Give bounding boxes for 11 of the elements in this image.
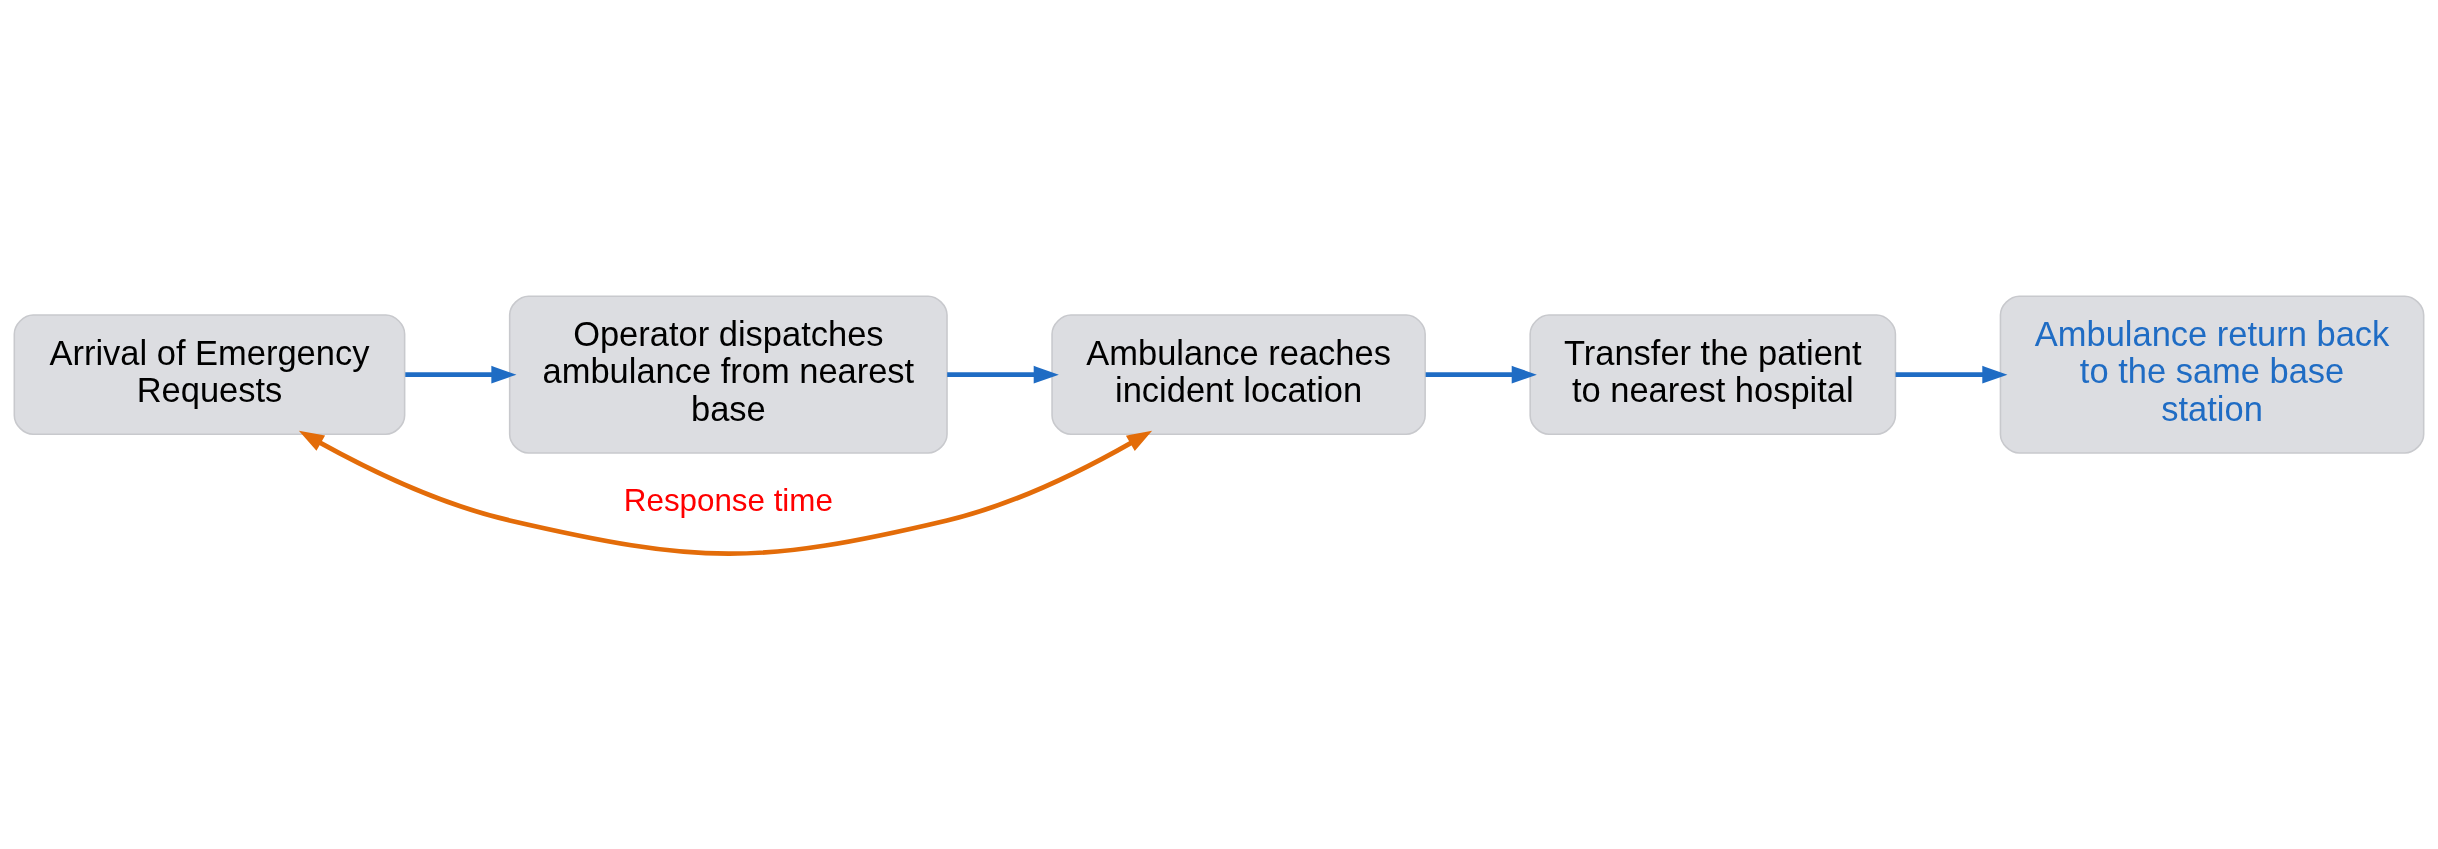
arrow (298, 430, 1153, 556)
arrow (947, 365, 1059, 383)
node-box: Ambulance reaches incident location (1051, 313, 1426, 435)
edge-label: Response time (623, 482, 833, 518)
node-box: Ambulance return back to the same base station (1999, 295, 2425, 454)
node-box: Arrival of Emergency Requests (13, 313, 406, 435)
arrow (1895, 365, 2008, 383)
arrow (1425, 365, 1537, 383)
node-box: Operator dispatches ambulance from nearest base (508, 295, 948, 454)
node-box: Transfer the patient to nearest hospital (1529, 313, 1897, 435)
arrow (405, 365, 517, 383)
